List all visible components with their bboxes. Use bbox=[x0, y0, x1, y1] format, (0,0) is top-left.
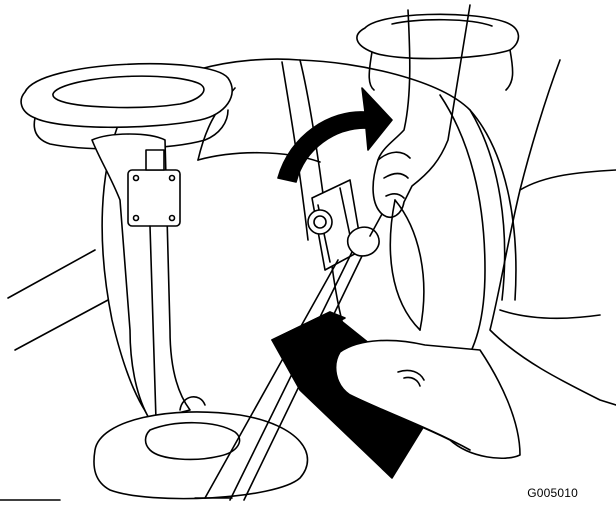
blade bbox=[308, 180, 362, 270]
rotation-arrow bbox=[278, 88, 392, 182]
gear-housing bbox=[92, 134, 190, 420]
person-leg bbox=[490, 60, 616, 405]
figure-id-label: G005010 bbox=[527, 486, 578, 500]
rear-wheel-right bbox=[357, 14, 519, 90]
front-wheel bbox=[94, 397, 308, 499]
